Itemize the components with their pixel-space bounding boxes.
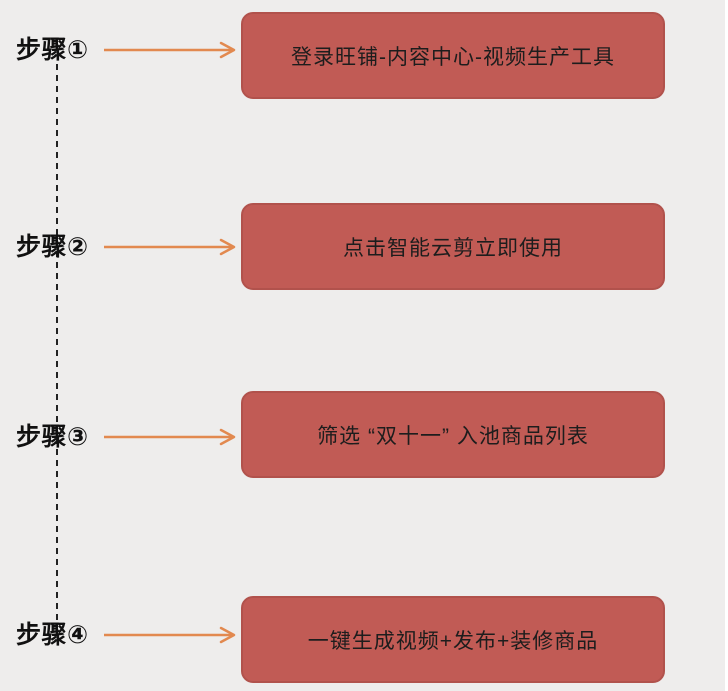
arrow-right-icon bbox=[104, 428, 236, 446]
step-3-box: 筛选 “双十一” 入池商品列表 bbox=[241, 391, 665, 478]
step-1-label: 步骤① bbox=[16, 36, 89, 64]
arrow-right-icon bbox=[104, 41, 236, 59]
step-3-label: 步骤③ bbox=[16, 423, 89, 451]
step-1-box: 登录旺铺-内容中心-视频生产工具 bbox=[241, 12, 665, 99]
arrow-right-icon bbox=[104, 238, 236, 256]
right-edge-strip bbox=[725, 0, 728, 691]
step-4-label: 步骤④ bbox=[16, 621, 89, 649]
dashed-connector-line bbox=[56, 64, 58, 620]
step-2-box: 点击智能云剪立即使用 bbox=[241, 203, 665, 290]
step-2-label: 步骤② bbox=[16, 233, 89, 261]
step-4-box: 一键生成视频+发布+装修商品 bbox=[241, 596, 665, 683]
arrow-right-icon bbox=[104, 626, 236, 644]
